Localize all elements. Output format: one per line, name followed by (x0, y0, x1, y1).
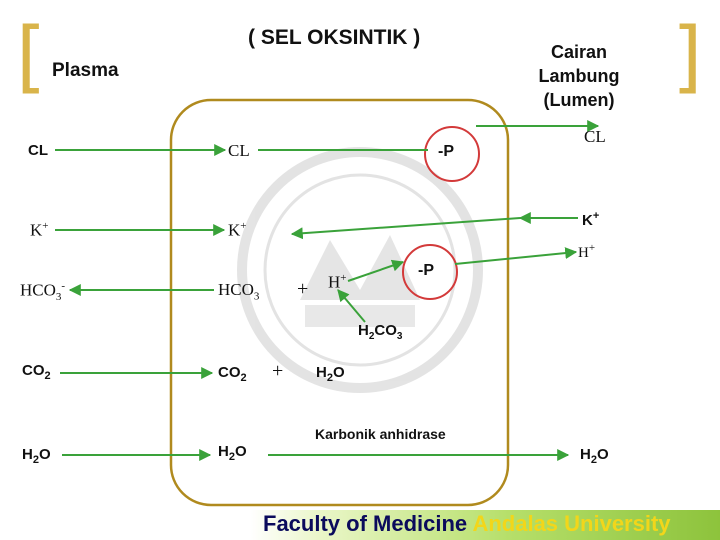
cell-plus-sign-2: + (272, 360, 284, 382)
plasma-co2-label: CO2 (22, 362, 51, 382)
cell-h2o-label: H2O (316, 364, 345, 384)
cell-h-label: H+ (328, 272, 347, 292)
pump-middle-label: -P (418, 262, 434, 279)
cell-cl-label: CL (228, 141, 250, 160)
lumen-label-line1: Cairan (550, 42, 608, 62)
plasma-label: Plasma (52, 60, 119, 81)
diagram-title: ( SEL OKSINTIK ) (248, 26, 421, 49)
cell-plus-sign: + (297, 278, 309, 300)
arrow-h2co3-to-h (337, 289, 366, 323)
footer-text: Faculty of Medicine Andalas University (263, 511, 671, 537)
cell-membrane (169, 98, 510, 507)
left-bracket: [ (16, 12, 47, 102)
cell-h2co3-label: H2CO3 (358, 322, 403, 342)
footer-university-text: Andalas University (472, 511, 671, 536)
plasma-hco3-label: HCO3- (20, 280, 66, 304)
arrow-h-pump-to-lumen (454, 247, 578, 265)
right-bracket: ] (672, 12, 703, 102)
footer-banner (250, 510, 720, 540)
cell-hco3-label: HCO3 (218, 280, 260, 303)
lumen-label-line3: (Lumen) (543, 90, 615, 110)
lumen-cl-label: CL (584, 127, 606, 146)
university-emblem-watermark (237, 147, 483, 393)
lumen-label: Cairan Lambung (Lumen) (522, 40, 636, 112)
plasma-cl-label: CL (28, 142, 48, 159)
arrow-k-to-cell-interior (290, 217, 521, 240)
plasma-h2o-label: H2O (22, 446, 51, 466)
arrow-h-to-pump (347, 259, 405, 282)
footer-faculty-text: Faculty of Medicine (263, 511, 473, 536)
lumen-h2o-label: H2O (580, 446, 609, 466)
cell-k-label: K+ (228, 220, 247, 240)
lumen-label-line2: Lambung (538, 66, 620, 86)
lumen-h-label: H+ (578, 242, 596, 261)
plasma-k-label: K+ (30, 220, 49, 240)
pump-circle-top (424, 126, 480, 182)
lumen-k-label: K+ (582, 210, 600, 229)
cell-co2-label: CO2 (218, 364, 247, 384)
pump-circle-middle (402, 244, 458, 300)
pump-top-label: -P (438, 143, 454, 160)
cell-h2o-bottom-label: H2O (218, 443, 247, 463)
enzyme-label: Karbonik anhidrase (315, 426, 446, 442)
